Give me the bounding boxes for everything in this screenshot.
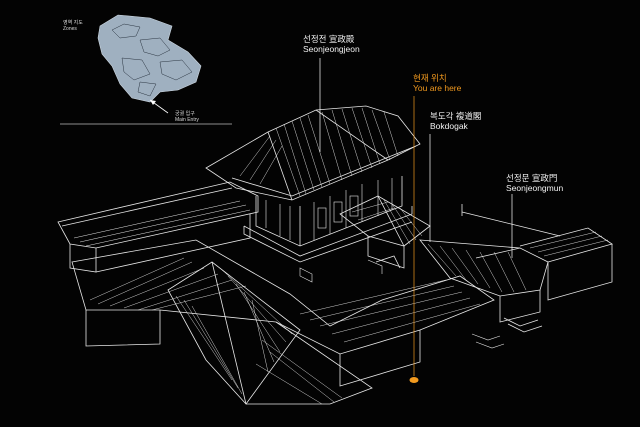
leader-lines	[319, 58, 513, 376]
label-bokdogak-ko: 복도각 複道閣	[430, 111, 482, 121]
seonjeongjeon-hall	[205, 105, 421, 263]
label-seonjeongjeon: 선정전 宣政殿 Seonjeongjeon	[303, 34, 360, 54]
seonjeongmun-gate	[419, 239, 549, 333]
label-seonjeongmun-ko: 선정문 宣政門	[506, 173, 558, 183]
label-seonjeongmun: 선정문 宣政門 Seonjeongmun	[506, 173, 563, 193]
front-roof-block	[167, 261, 373, 405]
current-location-marker	[409, 377, 419, 383]
label-seonjeongjeon-ko: 선정전 宣政殿	[303, 34, 355, 44]
zones-map-icon	[60, 14, 232, 125]
label-bokdogak-en: Bokdogak	[430, 121, 468, 131]
zones-title-en: Zones	[63, 26, 77, 32]
courtyard-steps	[299, 259, 505, 349]
main-entry-label: 궁궐 입구 Main Entry	[175, 111, 199, 123]
zones-map-title: 영역 지도 Zones	[63, 20, 83, 32]
bokdogak-corridor	[339, 195, 431, 269]
main-entry-en: Main Entry	[175, 117, 199, 123]
label-seonjeongjeon-en: Seonjeongjeon	[303, 44, 360, 54]
label-seonjeongmun-en: Seonjeongmun	[506, 183, 564, 193]
label-bokdogak: 복도각 複道閣 Bokdogak	[430, 111, 481, 131]
south-wing-roof	[71, 239, 495, 387]
label-you-are-here: 현재 위치 You are here	[413, 73, 461, 93]
main-entry-ko: 궁궐 입구	[175, 111, 195, 117]
label-you-are-here-ko: 현재 위치	[413, 73, 447, 83]
east-wing-roof	[461, 204, 613, 301]
label-you-are-here-en: You are here	[413, 83, 462, 93]
zones-title-ko: 영역 지도	[63, 20, 83, 26]
west-wing-roof	[57, 181, 259, 273]
